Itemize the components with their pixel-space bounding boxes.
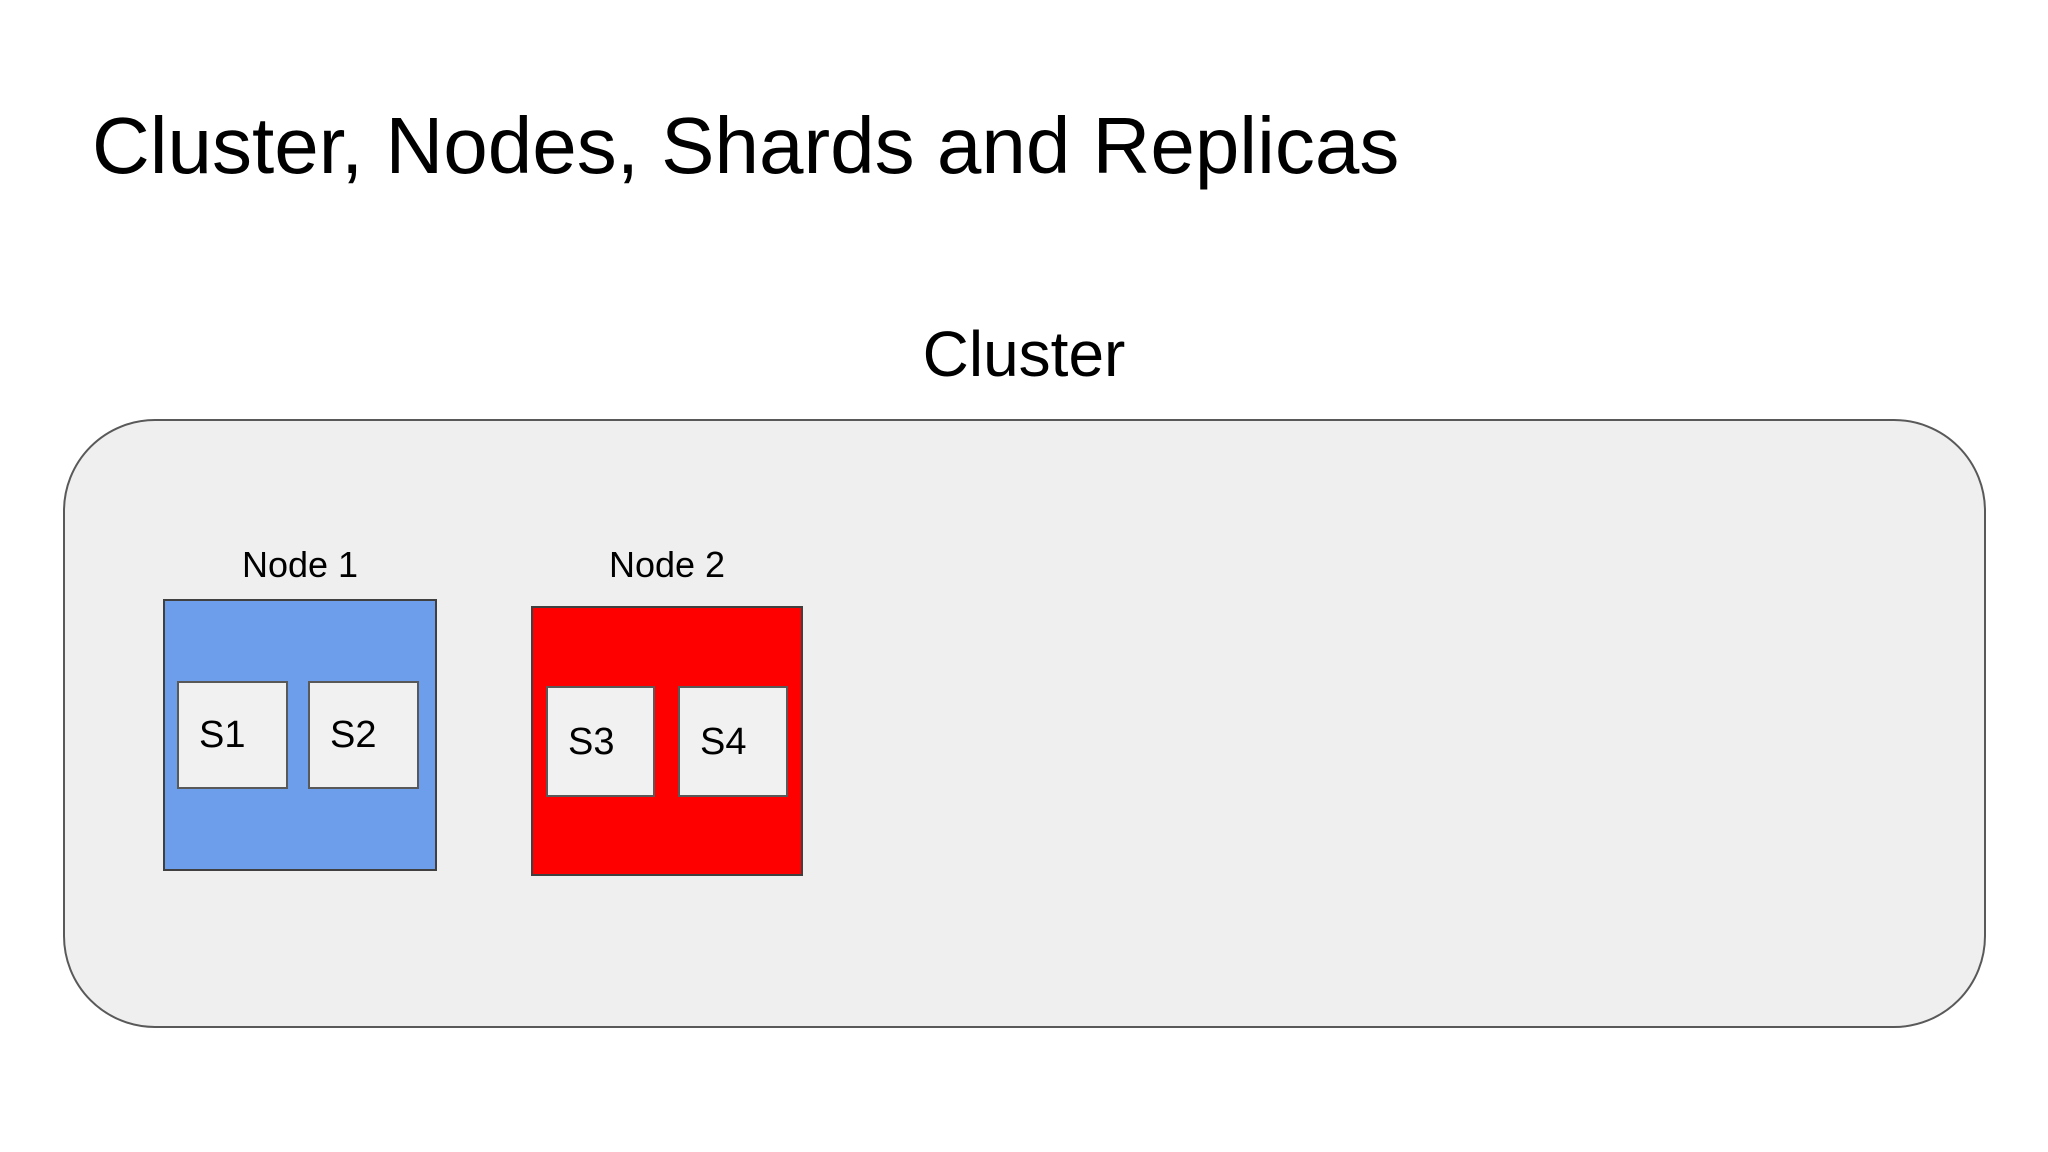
shard-s1-box: S1 bbox=[177, 681, 288, 789]
shard-s2-box: S2 bbox=[308, 681, 419, 789]
node-2-box: S3 S4 bbox=[531, 606, 803, 876]
shard-s4-label: S4 bbox=[700, 720, 747, 763]
shard-s2-label: S2 bbox=[330, 714, 377, 756]
shard-s1-label: S1 bbox=[199, 714, 246, 756]
shard-s4-box: S4 bbox=[678, 686, 788, 797]
slide-title: Cluster, Nodes, Shards and Replicas bbox=[92, 101, 1400, 190]
shard-s3-label: S3 bbox=[568, 720, 615, 763]
node-1-box: S1 S2 bbox=[163, 599, 437, 871]
shard-s3-box: S3 bbox=[546, 686, 655, 797]
node-2-label: Node 2 bbox=[608, 544, 726, 585]
cluster-label: Cluster bbox=[922, 318, 1126, 390]
node-1-label: Node 1 bbox=[241, 544, 359, 585]
